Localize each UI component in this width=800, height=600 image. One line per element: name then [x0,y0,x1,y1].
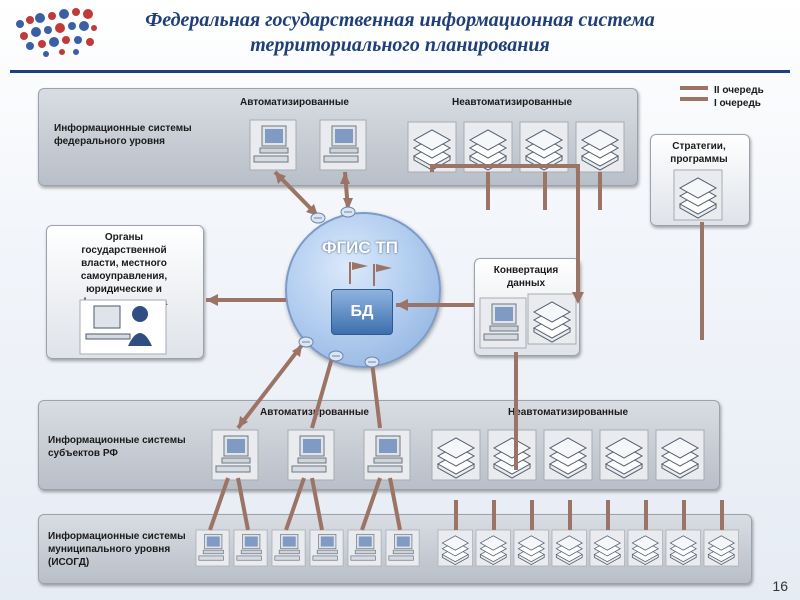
logo-dots-icon [16,8,97,57]
legend-swatch-i [680,97,708,101]
title-divider [10,70,790,73]
title-line-2: территориального планирования [250,34,550,56]
legend-label-i: I очередь [714,98,761,109]
municipal-label: Информационные системы муниципального ур… [48,531,186,568]
database-box: БД [331,289,393,335]
conversion-doc-icon [527,293,577,345]
conversion-label: Конвертация данных [493,265,559,289]
conversion-pc-icon [479,297,527,349]
page-number: 16 [772,578,788,594]
title-line-1: Федеральная государственная информационн… [145,9,655,31]
municipal-doc-icons [437,529,739,567]
regional-label: Информационные системы субъектов РФ [48,435,186,459]
federal-label: Информационные системы федерального уров… [54,123,192,147]
federal-pc-icon-2 [319,119,367,171]
regional-doc-icon-4 [599,429,649,481]
regional-pc-icon-1 [211,429,259,481]
municipal-pc-icons [195,529,420,567]
circle-node-icons [298,206,380,368]
regional-doc-icon-3 [543,429,593,481]
regional-pc-icon-2 [287,429,335,481]
federal-nonautomated-label: Неавтоматизированные [452,97,573,108]
arrowhead-icons [206,172,584,428]
regional-doc-icon-2 [487,429,537,481]
regional-pc-icon-3 [363,429,411,481]
regional-nonautomated-label: Неавтоматизированные [508,407,629,418]
fgis-label: ФГИС ТП [322,238,398,257]
user-workstation-icon [79,299,167,355]
strategies-doc-icon [673,169,723,221]
legend-label-ii: II очередь [714,85,764,96]
regional-doc-icon-5 [655,429,705,481]
federal-doc-icon-4 [575,121,625,173]
logo [16,8,97,57]
strategies-label: Стратегии, программы [670,141,728,165]
federal-pc-icon-1 [249,119,297,171]
flag-icons [349,262,392,286]
connector-lines [206,164,724,531]
page-title: Федеральная государственная информационн… [0,8,800,58]
regional-doc-icon-1 [431,429,481,481]
federal-automated-label: Автоматизированные [240,97,349,108]
legend-swatch-ii [680,86,708,90]
legend: II очередь I очередь [714,84,764,110]
